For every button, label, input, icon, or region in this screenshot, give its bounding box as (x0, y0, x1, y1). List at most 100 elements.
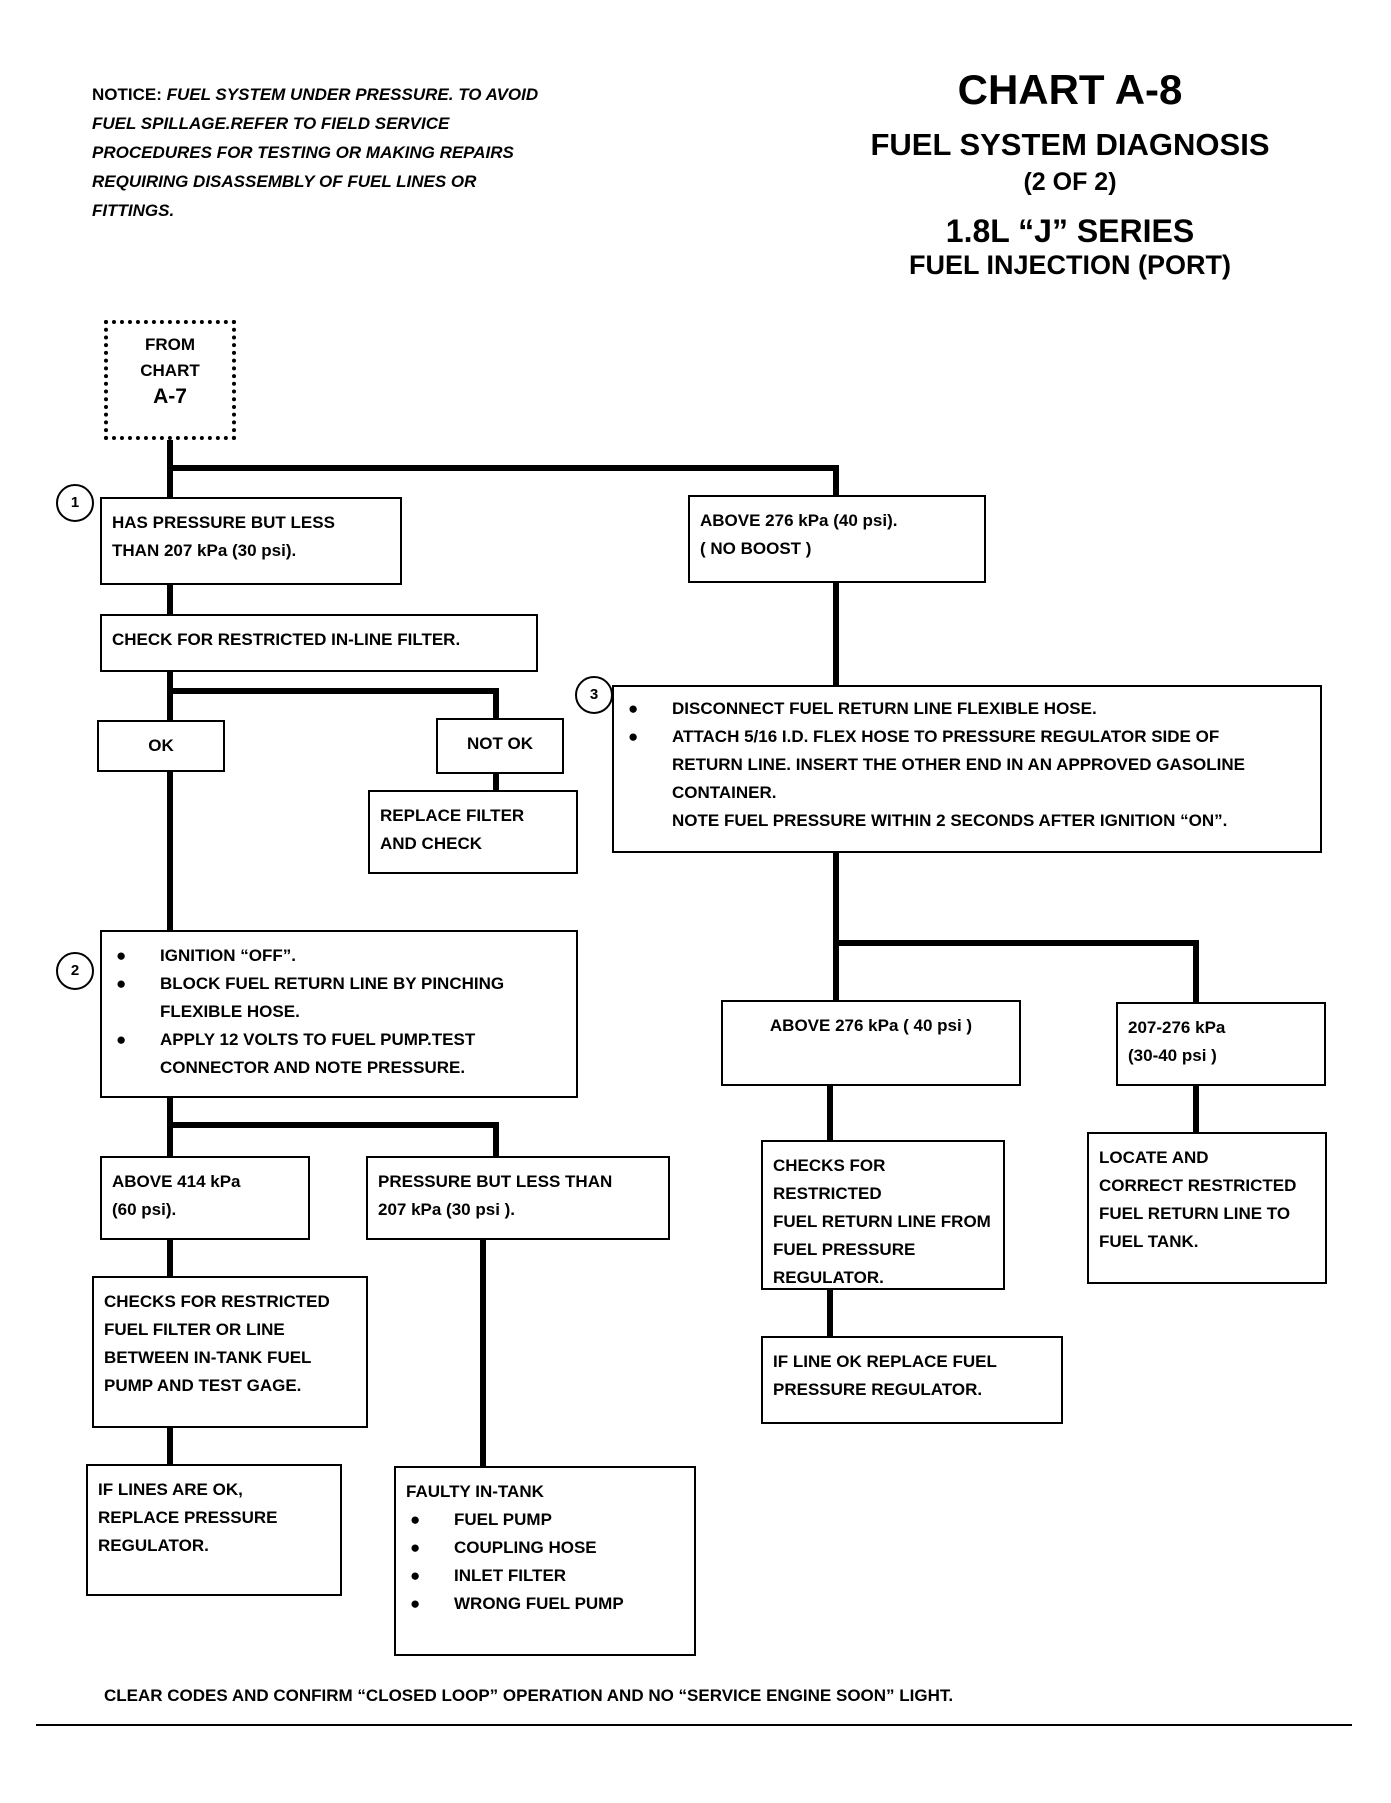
box-not-ok: NOT OK (436, 718, 564, 774)
faulty-item-text: WRONG FUEL PUMP (454, 1594, 624, 1613)
connector-line (167, 1122, 499, 1128)
bullet-icon: ● (116, 946, 127, 965)
box-checks-return-line: CHECKS FOR RESTRICTED FUEL RETURN LINE F… (761, 1140, 1005, 1290)
connector-line (167, 1236, 173, 1278)
box-line: FUEL PRESSURE (773, 1240, 916, 1259)
step2-item-3-text: APPLY 12 VOLTS TO FUEL PUMP.TEST (160, 1030, 476, 1049)
box-above-276: ABOVE 276 kPa ( 40 psi ) (721, 1000, 1021, 1086)
connector-line (1193, 1084, 1199, 1134)
box-line: REPLACE FILTER (380, 806, 525, 825)
box-line: CHECKS FOR RESTRICTED (773, 1156, 886, 1203)
step2-item-3-cont: CONNECTOR AND NOTE PRESSURE. (112, 1054, 566, 1082)
start-line-1: FROM (144, 335, 196, 354)
box-if-line-ok: IF LINE OK REPLACE FUEL PRESSURE REGULAT… (761, 1336, 1063, 1424)
box-above-276-no-boost: ABOVE 276 kPa (40 psi). ( NO BOOST ) (688, 495, 986, 583)
box-step2-ignition-off: ● IGNITION “OFF”. ● BLOCK FUEL RETURN LI… (100, 930, 578, 1098)
step3-item-2-cont: CONTAINER. (624, 779, 1310, 807)
box-above-414: ABOVE 414 kPa (60 psi). (100, 1156, 310, 1240)
faulty-item: ● FUEL PUMP (406, 1506, 684, 1534)
box-step3-disconnect-return-line: ● DISCONNECT FUEL RETURN LINE FLEXIBLE H… (612, 685, 1322, 853)
connector-line (1193, 940, 1199, 1002)
box-line: 207-276 kPa (1128, 1018, 1226, 1037)
box-207-276: 207-276 kPa (30-40 psi ) (1116, 1002, 1326, 1086)
box-replace-filter: REPLACE FILTER AND CHECK (368, 790, 578, 874)
box-line: (30-40 psi ) (1128, 1046, 1217, 1065)
box-line: FUEL TANK. (1099, 1232, 1199, 1251)
connector-line (480, 1238, 486, 1468)
box-check-inline-filter: CHECK FOR RESTRICTED IN-LINE FILTER. (100, 614, 538, 672)
box-line: FUEL RETURN LINE TO (1099, 1204, 1291, 1223)
bullet-icon: ● (410, 1566, 421, 1585)
connector-line (167, 465, 839, 471)
step-marker-1: 1 (56, 484, 94, 522)
step2-item-3: ● APPLY 12 VOLTS TO FUEL PUMP.TEST (112, 1026, 566, 1054)
bullet-icon: ● (628, 727, 639, 746)
connector-line (167, 438, 173, 504)
step3-item-2-cont: RETURN LINE. INSERT THE OTHER END IN AN … (624, 751, 1310, 779)
step2-item-2-text: BLOCK FUEL RETURN LINE BY PINCHING (160, 974, 505, 993)
step2-item-2-text-b: FLEXIBLE HOSE. (160, 1002, 300, 1021)
step3-item-1-text: DISCONNECT FUEL RETURN LINE FLEXIBLE HOS… (672, 699, 1097, 718)
box-line: ABOVE 276 kPa ( 40 psi ) (769, 1016, 973, 1035)
step2-item-2: ● BLOCK FUEL RETURN LINE BY PINCHING (112, 970, 566, 998)
connector-line (493, 772, 499, 792)
faulty-item-text: INLET FILTER (454, 1566, 567, 1585)
box-has-pressure-less-207: HAS PRESSURE BUT LESS THAN 207 kPa (30 p… (100, 497, 402, 585)
step-marker-3: 3 (575, 676, 613, 714)
step3-note: NOTE FUEL PRESSURE WITHIN 2 SECONDS AFTE… (624, 807, 1310, 835)
box-line: FUEL RETURN LINE FROM (773, 1212, 991, 1231)
box-line: OK (148, 736, 174, 755)
notice-lead: NOTICE: (92, 85, 162, 104)
connector-line (833, 940, 1199, 946)
box-if-lines-ok: IF LINES ARE OK, REPLACE PRESSURE REGULA… (86, 1464, 342, 1596)
box-line: ABOVE 276 kPa (40 psi). (700, 511, 898, 530)
faulty-title: FAULTY IN-TANK (406, 1482, 544, 1501)
box-line: REGULATOR. (98, 1536, 209, 1555)
bullet-icon: ● (116, 1030, 127, 1049)
connector-line (167, 770, 173, 932)
notice-body: FUEL SYSTEM UNDER PRESSURE. TO AVOID FUE… (92, 85, 539, 220)
bullet-icon: ● (410, 1510, 421, 1529)
box-locate-correct: LOCATE AND CORRECT RESTRICTED FUEL RETUR… (1087, 1132, 1327, 1284)
faulty-item-text: COUPLING HOSE (454, 1538, 597, 1557)
step3-item-2: ● ATTACH 5/16 I.D. FLEX HOSE TO PRESSURE… (624, 723, 1310, 751)
faulty-item-text: FUEL PUMP (454, 1510, 552, 1529)
start-box-from-chart-a7: FROM CHART A-7 (104, 320, 236, 440)
step3-item-1: ● DISCONNECT FUEL RETURN LINE FLEXIBLE H… (624, 695, 1310, 723)
chart-title: CHART A-8 (957, 66, 1183, 113)
box-pressure-less-207: PRESSURE BUT LESS THAN 207 kPa (30 psi )… (366, 1156, 670, 1240)
step2-item-1-text: IGNITION “OFF”. (160, 946, 296, 965)
start-line-2: CHART (140, 361, 200, 380)
chart-injection: FUEL INJECTION (PORT) (908, 250, 1231, 280)
connector-line (167, 1426, 173, 1466)
bullet-icon: ● (116, 974, 127, 993)
box-line: LOCATE AND (1099, 1148, 1209, 1167)
box-line: ABOVE 414 kPa (112, 1172, 241, 1191)
box-line: CHECKS FOR RESTRICTED (104, 1292, 330, 1311)
connector-line (827, 1288, 833, 1338)
box-ok: OK (97, 720, 225, 772)
box-line: REGULATOR. (773, 1268, 884, 1287)
box-line: AND CHECK (380, 834, 482, 853)
chart-part: (2 OF 2) (1023, 168, 1117, 196)
box-line: FUEL FILTER OR LINE (104, 1320, 285, 1339)
faulty-item: ● COUPLING HOSE (406, 1534, 684, 1562)
box-line: HAS PRESSURE BUT LESS (112, 513, 335, 532)
step3-item-2-text-b: RETURN LINE. INSERT THE OTHER END IN AN … (672, 755, 1246, 774)
box-checks-filter-line: CHECKS FOR RESTRICTED FUEL FILTER OR LIN… (92, 1276, 368, 1428)
bullet-icon: ● (410, 1538, 421, 1557)
box-line: PRESSURE REGULATOR. (773, 1380, 983, 1399)
connector-line (827, 1084, 833, 1142)
step3-note-text: NOTE FUEL PRESSURE WITHIN 2 SECONDS AFTE… (672, 811, 1228, 830)
box-line: NOT OK (466, 734, 534, 753)
connector-line (167, 688, 499, 694)
box-line: 207 kPa (30 psi ). (378, 1200, 516, 1219)
box-line: (60 psi). (112, 1200, 177, 1219)
box-line: IF LINE OK REPLACE FUEL (773, 1352, 997, 1371)
step2-item-2-cont: FLEXIBLE HOSE. (112, 998, 566, 1026)
chart-series: 1.8L “J” SERIES (945, 213, 1195, 249)
connector-line (833, 580, 839, 687)
box-line: THAN 207 kPa (30 psi). (112, 541, 297, 560)
box-line: BETWEEN IN-TANK FUEL (104, 1348, 312, 1367)
